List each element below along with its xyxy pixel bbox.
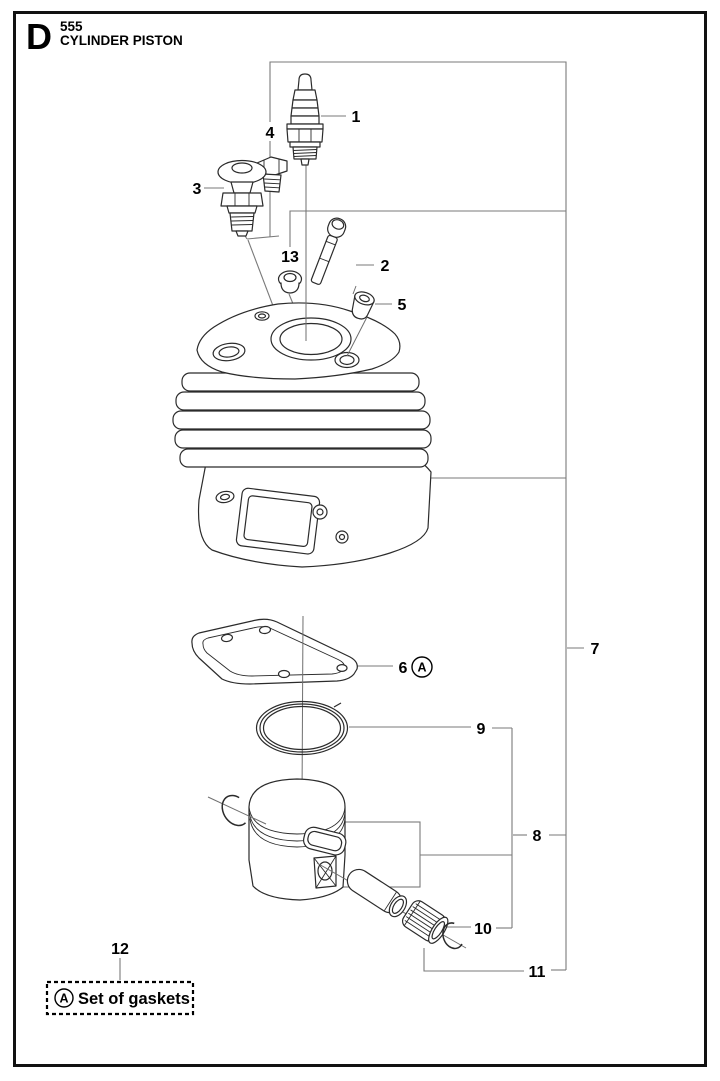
page-frame	[13, 11, 707, 1067]
callout-3: 3	[193, 181, 202, 198]
callout-6: 6	[399, 660, 408, 677]
legend-label: Set of gaskets	[78, 990, 190, 1008]
page-title: CYLINDER PISTON	[60, 33, 183, 48]
cylinder-fins	[172, 372, 432, 468]
cylinder	[172, 302, 432, 568]
cylinder-gasket	[191, 618, 358, 685]
bushing	[351, 291, 375, 320]
decompression-valve	[217, 159, 267, 237]
assembly-axis-lines	[305, 163, 368, 357]
callout-12: 12	[111, 941, 129, 958]
section-letter: D	[26, 16, 52, 57]
left-circlip-axis-line	[207, 796, 267, 825]
model-number: 555	[60, 19, 83, 34]
piston-axis-line	[301, 615, 304, 802]
cylinder-base	[197, 451, 432, 568]
legend-box	[45, 980, 195, 1016]
header: D 555 CYLINDER PISTON	[26, 16, 183, 57]
circlip-right	[442, 922, 463, 950]
piston-ring	[255, 700, 349, 756]
callout-labels: 1 2 3 4 5 6 7 8 9 10 11 12 13	[111, 109, 599, 981]
callout-5: 5	[398, 297, 407, 314]
gasket-marker: A	[411, 656, 433, 678]
callout-13: 13	[281, 249, 299, 266]
gasket-marker-letter: A	[417, 661, 426, 675]
cylinder-bolt	[310, 217, 347, 285]
cylinder-head-deck	[196, 302, 401, 380]
callout-1: 1	[352, 109, 361, 126]
circlip-left	[221, 794, 247, 827]
callout-4: 4	[266, 125, 275, 142]
gasket-set-legend: A Set of gaskets	[45, 980, 195, 1016]
callout-10: 10	[474, 921, 492, 938]
callout-7: 7	[591, 641, 600, 658]
spark-plug	[286, 73, 324, 166]
callout-11: 11	[529, 964, 546, 981]
callout-9: 9	[477, 721, 486, 738]
callout-8: 8	[533, 828, 542, 845]
grommet	[277, 270, 303, 294]
legend-marker-letter: A	[59, 992, 68, 1006]
needle-bearing	[401, 900, 449, 944]
wrist-pin	[346, 868, 408, 918]
callout-2: 2	[381, 258, 390, 275]
piston	[248, 778, 347, 901]
